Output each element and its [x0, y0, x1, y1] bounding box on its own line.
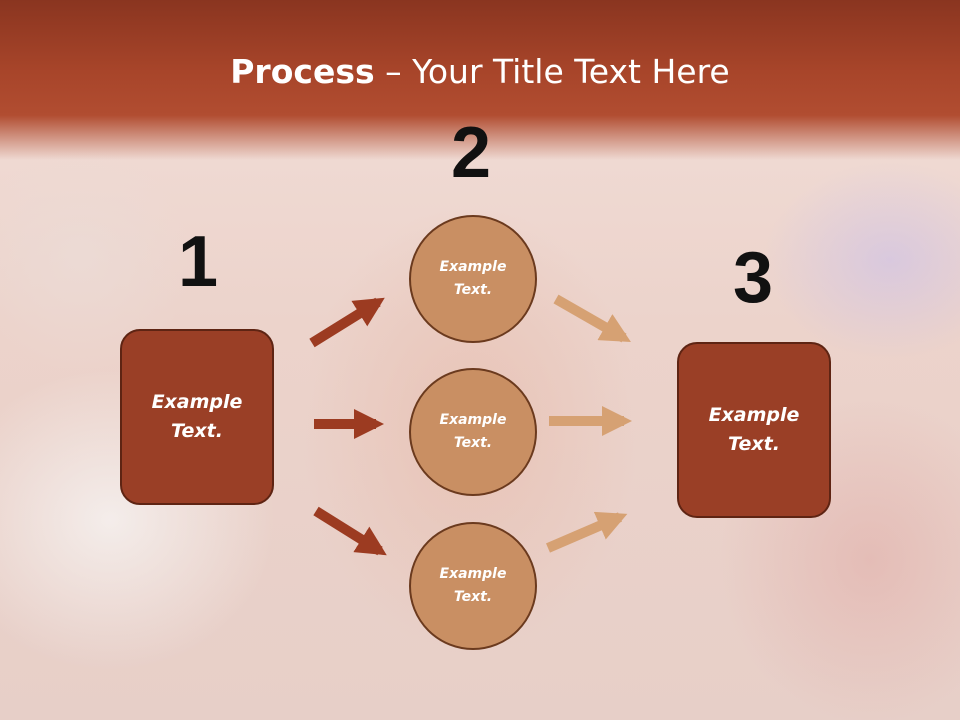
- step-3-box: Example Text.: [677, 342, 831, 518]
- circle-bottom: Example Text.: [409, 522, 537, 650]
- circle-bottom-text-line1: Example: [439, 566, 507, 582]
- circle-middle: Example Text.: [409, 368, 537, 496]
- arrow-from-circle-top: [553, 294, 631, 343]
- arrow-from-circle-bottom: [546, 511, 628, 553]
- step-number-1: 1: [178, 222, 219, 302]
- title-bold-part: Process: [230, 52, 375, 91]
- step-1-box: Example Text.: [120, 329, 274, 505]
- circle-top-text-line2: Text.: [453, 282, 493, 298]
- step-1-text-line2: Text.: [171, 420, 223, 442]
- title-bar: [0, 0, 960, 160]
- title-rest-part: – Your Title Text Here: [374, 52, 730, 91]
- step-number-2: 2: [451, 113, 492, 193]
- step-number-3: 3: [733, 238, 774, 318]
- circle-middle-text-line1: Example: [439, 412, 507, 428]
- arrow-to-circle-top: [309, 297, 385, 348]
- step-1-text-line1: Example: [151, 391, 243, 413]
- circle-top: Example Text.: [409, 215, 537, 343]
- circle-top-text-line1: Example: [439, 259, 507, 275]
- step-3-text-line2: Text.: [728, 433, 780, 455]
- circle-middle-text-line2: Text.: [453, 435, 493, 451]
- step-3-text-line1: Example: [708, 404, 800, 426]
- arrow-to-circle-bottom: [313, 506, 387, 556]
- slide-title: Process – Your Title Text Here: [0, 52, 960, 91]
- circle-bottom-text-line2: Text.: [453, 589, 493, 605]
